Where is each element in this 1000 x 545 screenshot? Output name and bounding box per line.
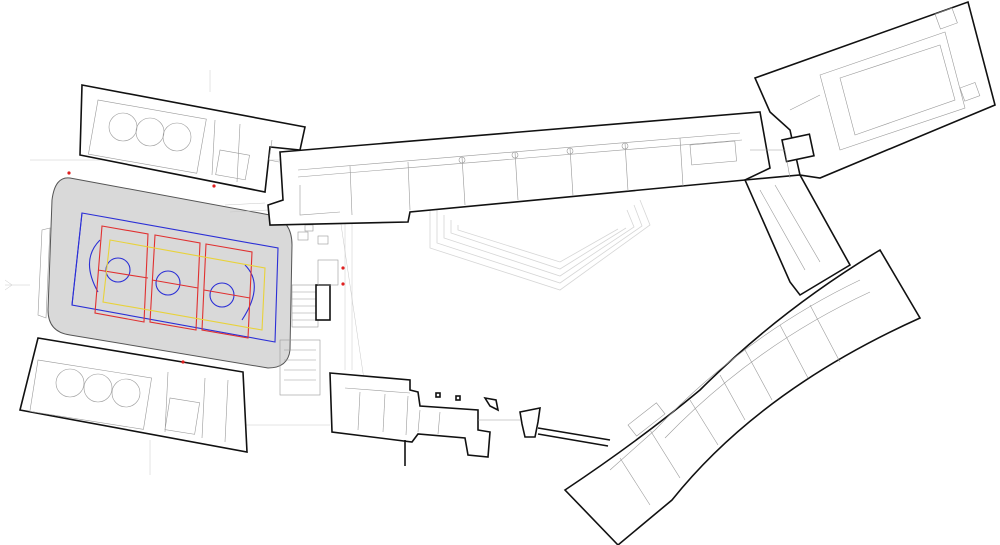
entrance-area <box>279 224 345 396</box>
courtyard-amphitheatre <box>429 199 651 291</box>
north-gym-block <box>67 84 306 193</box>
southeast-curved-wing <box>563 248 922 545</box>
south-gym-block <box>19 337 248 453</box>
north-classroom-wing <box>267 111 771 226</box>
main-sports-hall <box>37 177 293 369</box>
entrance-block <box>329 372 611 466</box>
northeast-hall-block <box>753 0 996 179</box>
east-connector-wing <box>743 149 852 297</box>
